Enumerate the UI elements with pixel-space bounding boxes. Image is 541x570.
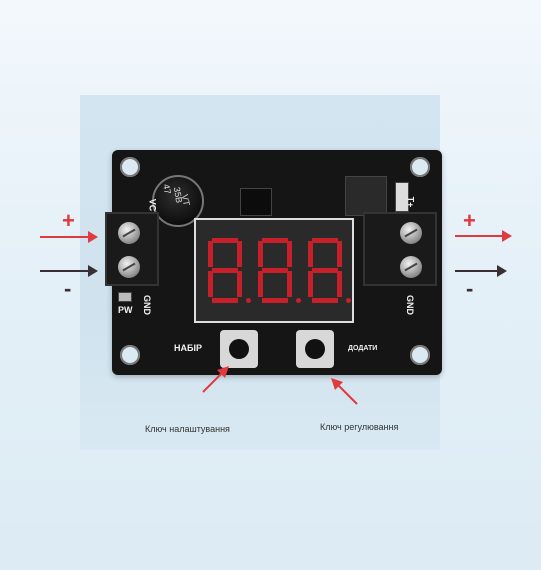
mounting-hole-tl: [120, 157, 140, 177]
resistor: [395, 182, 409, 212]
setup-key-arrow: [202, 366, 229, 393]
right-minus-arrow: [455, 265, 507, 277]
left-plus-arrow: [40, 231, 98, 243]
input-plus-screw[interactable]: [118, 222, 140, 244]
out-plus-label: T+: [405, 196, 416, 208]
output-minus-screw[interactable]: [400, 256, 422, 278]
seven-segment-display: [194, 218, 354, 323]
regulator-chip: [345, 176, 387, 216]
add-label: ДОДАТИ: [348, 345, 378, 352]
mounting-hole-bl: [120, 345, 140, 365]
mounting-hole-tr: [410, 157, 430, 177]
set-label: НАБІР: [174, 343, 202, 353]
mounting-hole-br: [410, 345, 430, 365]
right-plus-sign: +: [463, 208, 476, 233]
digit-3: [308, 238, 351, 303]
output-plus-screw[interactable]: [400, 222, 422, 244]
power-led: [118, 292, 132, 302]
digit-1: [208, 238, 251, 303]
adjust-key-label: Ключ регулювання: [320, 422, 399, 432]
setup-key-label: Ключ налаштування: [145, 424, 230, 434]
gnd-label-left: GND: [142, 295, 152, 315]
adjust-key-arrow: [331, 378, 358, 405]
set-button[interactable]: [220, 330, 258, 368]
digit-2: [258, 238, 301, 303]
pw-label: PW: [118, 305, 133, 315]
left-minus-arrow: [40, 265, 98, 277]
left-minus-sign: -: [64, 276, 72, 301]
gnd-label-right: GND: [405, 295, 415, 315]
cap-label-3: VT: [179, 193, 192, 207]
right-minus-sign: -: [466, 276, 474, 301]
right-plus-arrow: [455, 230, 512, 242]
mcu-chip: [240, 188, 272, 216]
output-terminal-block[interactable]: [363, 212, 437, 286]
vcc-label: VC: [147, 198, 158, 212]
left-plus-sign: +: [62, 208, 75, 233]
input-minus-screw[interactable]: [118, 256, 140, 278]
add-button[interactable]: [296, 330, 334, 368]
